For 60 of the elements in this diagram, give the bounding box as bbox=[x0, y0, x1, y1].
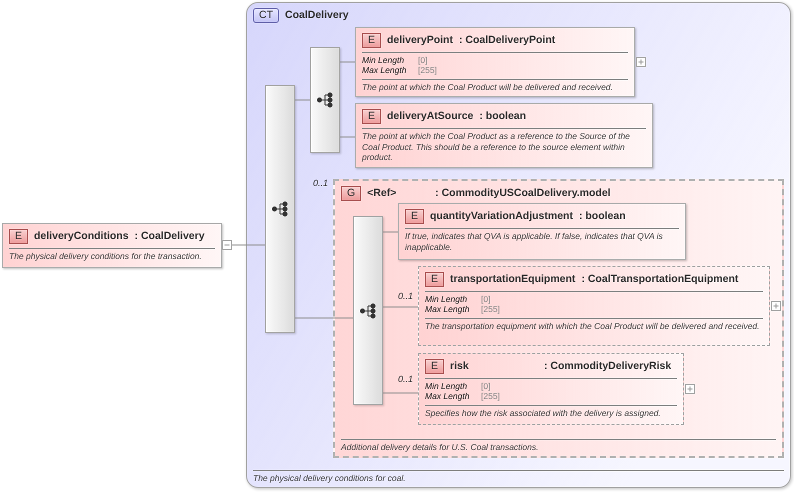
element-name: quantityVariationAdjustment bbox=[430, 210, 573, 222]
documentation-text: The point at which the Coal Product as a reference to the Source of the Coal Product. This should be a reference to the source element within product. bbox=[362, 131, 631, 162]
type-name: : CommodityUSCoalDelivery.model bbox=[435, 187, 611, 199]
documentation-text: Additional delivery details for U.S. Coal transactions. bbox=[341, 442, 540, 452]
occurrence-label: 0..1 bbox=[398, 291, 414, 301]
type-badge: E bbox=[405, 208, 424, 224]
facet-value: [0] bbox=[481, 381, 492, 391]
type-name: : boolean bbox=[479, 110, 526, 122]
element-name: risk bbox=[450, 360, 470, 372]
facet-value: [0] bbox=[418, 55, 428, 65]
facet-value: [255] bbox=[481, 391, 501, 401]
connector-line bbox=[340, 136, 356, 138]
facet-label: Min Length bbox=[425, 294, 468, 304]
sequence-box bbox=[265, 85, 295, 333]
type-name: : CoalDeliveryPoint bbox=[458, 34, 556, 46]
documentation-text: The point at which the Coal Product will be delivered and received. bbox=[362, 82, 614, 92]
sequence-box bbox=[310, 47, 340, 153]
type-name: : CoalTransportationEquipment bbox=[581, 273, 738, 285]
documentation-text: If true, indicates that QVA is applicable. If false, indicates that QVA is inapplicable. bbox=[405, 231, 664, 252]
facet-label: Min Length bbox=[425, 381, 468, 391]
type-badge: CT bbox=[253, 8, 279, 22]
documentation-text: The physical delivery conditions for the transaction. bbox=[9, 251, 203, 262]
element-box bbox=[398, 203, 686, 260]
element-box bbox=[355, 103, 653, 168]
occurrence-label: 0..1 bbox=[398, 374, 414, 384]
type-name: : CoalDelivery bbox=[134, 230, 205, 242]
facet-label: Min Length bbox=[362, 55, 406, 65]
type-badge: E bbox=[9, 228, 28, 244]
type-badge: E bbox=[425, 272, 444, 286]
element-name: <Ref> bbox=[367, 187, 398, 199]
type-badge: E bbox=[362, 32, 382, 48]
type-name: : CommodityDeliveryRisk bbox=[544, 360, 672, 372]
complex-type-box bbox=[246, 2, 791, 488]
type-badge: E bbox=[362, 108, 382, 124]
type-badge: G bbox=[341, 186, 362, 200]
element-name: deliveryPoint bbox=[387, 34, 453, 46]
sequence-box bbox=[353, 216, 383, 405]
type-badge: E bbox=[425, 358, 444, 374]
connector-line bbox=[382, 306, 418, 308]
type-name: : boolean bbox=[578, 210, 626, 222]
occurrence-label: 0..1 bbox=[313, 178, 328, 188]
facet-value: [255] bbox=[481, 304, 501, 314]
facet-label: Max Length bbox=[362, 65, 408, 75]
element-box bbox=[2, 223, 222, 268]
group-box bbox=[333, 179, 784, 458]
documentation-text: The transportation equipment with which the Coal Product will be delivered and received. bbox=[425, 321, 761, 332]
documentation-text: The physical delivery conditions for coal. bbox=[253, 472, 407, 483]
element-name: deliveryAtSource bbox=[387, 110, 474, 122]
connector-line bbox=[382, 392, 418, 394]
documentation-text: Specifies how the risk associated with the delivery is assigned. bbox=[425, 408, 662, 418]
facet-value: [0] bbox=[481, 294, 492, 304]
element-box bbox=[418, 266, 770, 346]
facet-label: Max Length bbox=[425, 304, 470, 314]
facet-value: [255] bbox=[418, 65, 438, 75]
element-name: deliveryConditions bbox=[34, 230, 129, 242]
element-box bbox=[355, 27, 635, 97]
element-name: transportationEquipment bbox=[450, 273, 576, 285]
element-name: CoalDelivery bbox=[285, 9, 349, 21]
element-box bbox=[418, 353, 684, 425]
facet-label: Max Length bbox=[425, 391, 470, 401]
